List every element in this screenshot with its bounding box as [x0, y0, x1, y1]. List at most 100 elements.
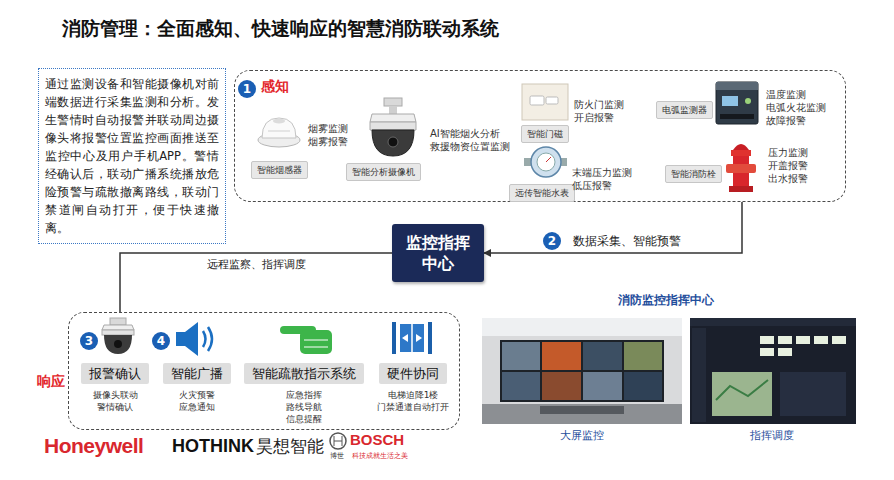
item-detail: 电梯迫降1楼 门禁通道自动打开	[377, 389, 449, 413]
dispatch-screen-photo	[780, 372, 846, 416]
dispatch-screen-photo	[760, 348, 774, 356]
photo-caption: 大屏监控	[560, 428, 604, 443]
connector-label: 数据采集、智能预警	[571, 233, 683, 250]
region-heading: 感知	[261, 78, 289, 96]
device-label-box: 远传智能水表末端压力监测 低压报警	[509, 184, 575, 202]
callout-number: 3	[80, 332, 98, 350]
arc-monitor-icon	[720, 114, 754, 119]
dome-camera-icon	[370, 122, 416, 130]
control-room-photo	[502, 372, 540, 400]
brand-logo: BOSCH	[350, 431, 404, 448]
smoke-detector-icon	[262, 118, 296, 138]
evacuation-hand-icon	[300, 330, 332, 354]
hardware-door-icon	[428, 322, 432, 354]
alarm-camera-icon	[110, 318, 126, 325]
speaker-icon	[176, 332, 185, 346]
dispatch-screen-photo	[692, 328, 706, 422]
connector-label: 远程监察、指挥调度	[205, 257, 308, 272]
control-room-photo	[542, 372, 581, 400]
speaker-icon	[176, 322, 212, 356]
control-room-photo	[583, 372, 622, 400]
dispatch-screen-photo	[760, 336, 774, 344]
dispatch-screen-photo	[690, 318, 856, 424]
dome-camera-icon	[389, 106, 397, 114]
photo-caption: 指挥调度	[750, 428, 794, 443]
bosch-logo-mark	[330, 433, 346, 449]
hardware-door-icon	[392, 322, 432, 354]
control-room-photo	[502, 342, 540, 370]
bosch-logo-mark	[330, 433, 346, 449]
dome-camera-icon	[372, 130, 414, 156]
item-detail: 应急指挥 路线导航 信息提醒	[286, 389, 322, 425]
item-detail: 火灾预警 应急通知	[179, 389, 215, 413]
device-function: 温度监测 电弧火花监测 故障报警	[766, 88, 826, 127]
door-sensor-icon	[546, 97, 558, 104]
device-name: 电弧监测器	[662, 104, 707, 116]
callout-number: 2	[543, 232, 561, 250]
dome-camera-icon	[370, 114, 416, 122]
control-room-photo	[482, 318, 682, 424]
dispatch-screen-photo	[814, 336, 828, 344]
dispatch-screen-photo	[716, 380, 768, 400]
item-detail: 摄像头联动 警情确认	[93, 389, 138, 413]
command-center-box: 监控指挥中心	[392, 224, 484, 282]
dispatch-screen-photo	[778, 336, 792, 344]
brand-logo: Honeywell	[44, 434, 143, 458]
speaker-icon	[208, 327, 212, 351]
device-name: 智能烟感器	[257, 164, 302, 176]
section-title: 消防监控指挥中心	[618, 292, 714, 309]
device-function: 末端压力监测 低压报警	[572, 166, 632, 192]
fire-hydrant-icon	[731, 150, 751, 156]
callout-number: 4	[152, 332, 170, 350]
item-heading: 智能广播	[171, 365, 223, 382]
smoke-detector-icon	[268, 131, 290, 132]
dispatch-screen-photo	[690, 318, 856, 424]
fire-hydrant-icon	[733, 144, 749, 150]
alarm-camera-icon	[102, 325, 134, 330]
brand-logo: 昊想智能	[256, 435, 324, 458]
connector-arrow	[120, 253, 392, 312]
control-room-photo	[583, 342, 622, 370]
callout-number: 1	[238, 80, 256, 98]
fire-hydrant-icon	[726, 144, 756, 192]
response-item-bar: 智能疏散指示系统应急指挥 路线导航 信息提醒	[244, 363, 364, 384]
hardware-door-icon	[402, 334, 408, 342]
device-function: 压力监测 开盖报警 出水报警	[768, 146, 808, 185]
device-name: 智能门磁	[527, 128, 563, 140]
title: 消防管理：全面感知、快速响应的智慧消防联动系统	[62, 16, 499, 42]
control-room-photo	[540, 406, 624, 414]
device-label-box: 智能门磁防火门监测 开启报警	[521, 125, 569, 143]
device-function: 防火门监测 开启报警	[574, 98, 624, 124]
fire-hydrant-icon	[729, 186, 753, 192]
evacuation-hand-icon	[280, 326, 332, 354]
center-text: 监控指挥中心	[400, 232, 476, 274]
evacuation-hand-icon	[304, 347, 328, 348]
response-item-bar: 报警确认摄像头联动 警情确认	[81, 363, 149, 384]
device-label-box: 智能烟感器烟雾监测 烟雾报警	[251, 161, 308, 179]
speaker-icon	[203, 331, 206, 347]
dispatch-screen-photo	[778, 348, 792, 356]
water-meter-icon	[546, 157, 551, 162]
brand-slogan: 科技成就生活之美	[352, 452, 408, 461]
dome-camera-icon	[388, 137, 398, 147]
dispatch-screen-photo	[690, 318, 856, 326]
dome-camera-icon	[384, 98, 402, 106]
alarm-camera-icon	[114, 340, 122, 348]
device-function: AI智能烟火分析 救援物资位置监测	[430, 127, 510, 153]
smoke-detector-icon	[273, 119, 285, 124]
arc-monitor-icon	[716, 82, 758, 124]
dispatch-screen-photo	[712, 372, 772, 416]
hardware-door-icon	[411, 324, 413, 352]
hardware-door-icon	[392, 322, 396, 354]
dispatch-screen-photo	[832, 336, 846, 344]
hardware-door-icon	[416, 334, 422, 342]
alarm-camera-icon	[102, 318, 134, 354]
device-function: 烟雾监测 烟雾报警	[308, 122, 348, 148]
connector-arrow	[484, 202, 742, 253]
arc-monitor-icon	[716, 82, 758, 124]
control-room-photo	[482, 318, 682, 424]
item-heading: 智能疏散指示系统	[252, 365, 356, 382]
device-label-box: 电弧监测器温度监测 电弧火花监测 故障报警	[656, 101, 713, 119]
smoke-detector-icon	[258, 118, 300, 147]
